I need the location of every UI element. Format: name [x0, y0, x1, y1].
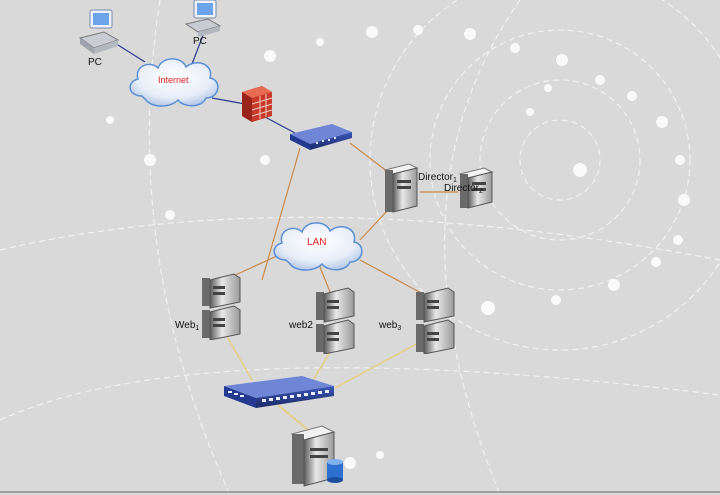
pc-label: PC	[88, 57, 102, 68]
web3-label: web3	[379, 320, 401, 332]
web1-label: Web1	[175, 320, 199, 332]
pc-icon	[182, 0, 224, 40]
pc-icon	[78, 8, 120, 56]
lan-label: LAN	[307, 237, 326, 248]
server-icon	[381, 162, 421, 214]
director2-label: Director2	[444, 183, 483, 195]
internet-label: Internet	[158, 75, 189, 85]
server-icon	[314, 286, 356, 354]
pc-label: PC	[193, 36, 207, 47]
switch-icon	[222, 374, 336, 414]
router-icon	[288, 122, 354, 152]
database-icon	[326, 458, 344, 484]
server-icon	[200, 272, 242, 340]
firewall-icon	[238, 84, 274, 124]
web2-label: web2	[289, 320, 313, 331]
server-icon	[414, 286, 456, 354]
